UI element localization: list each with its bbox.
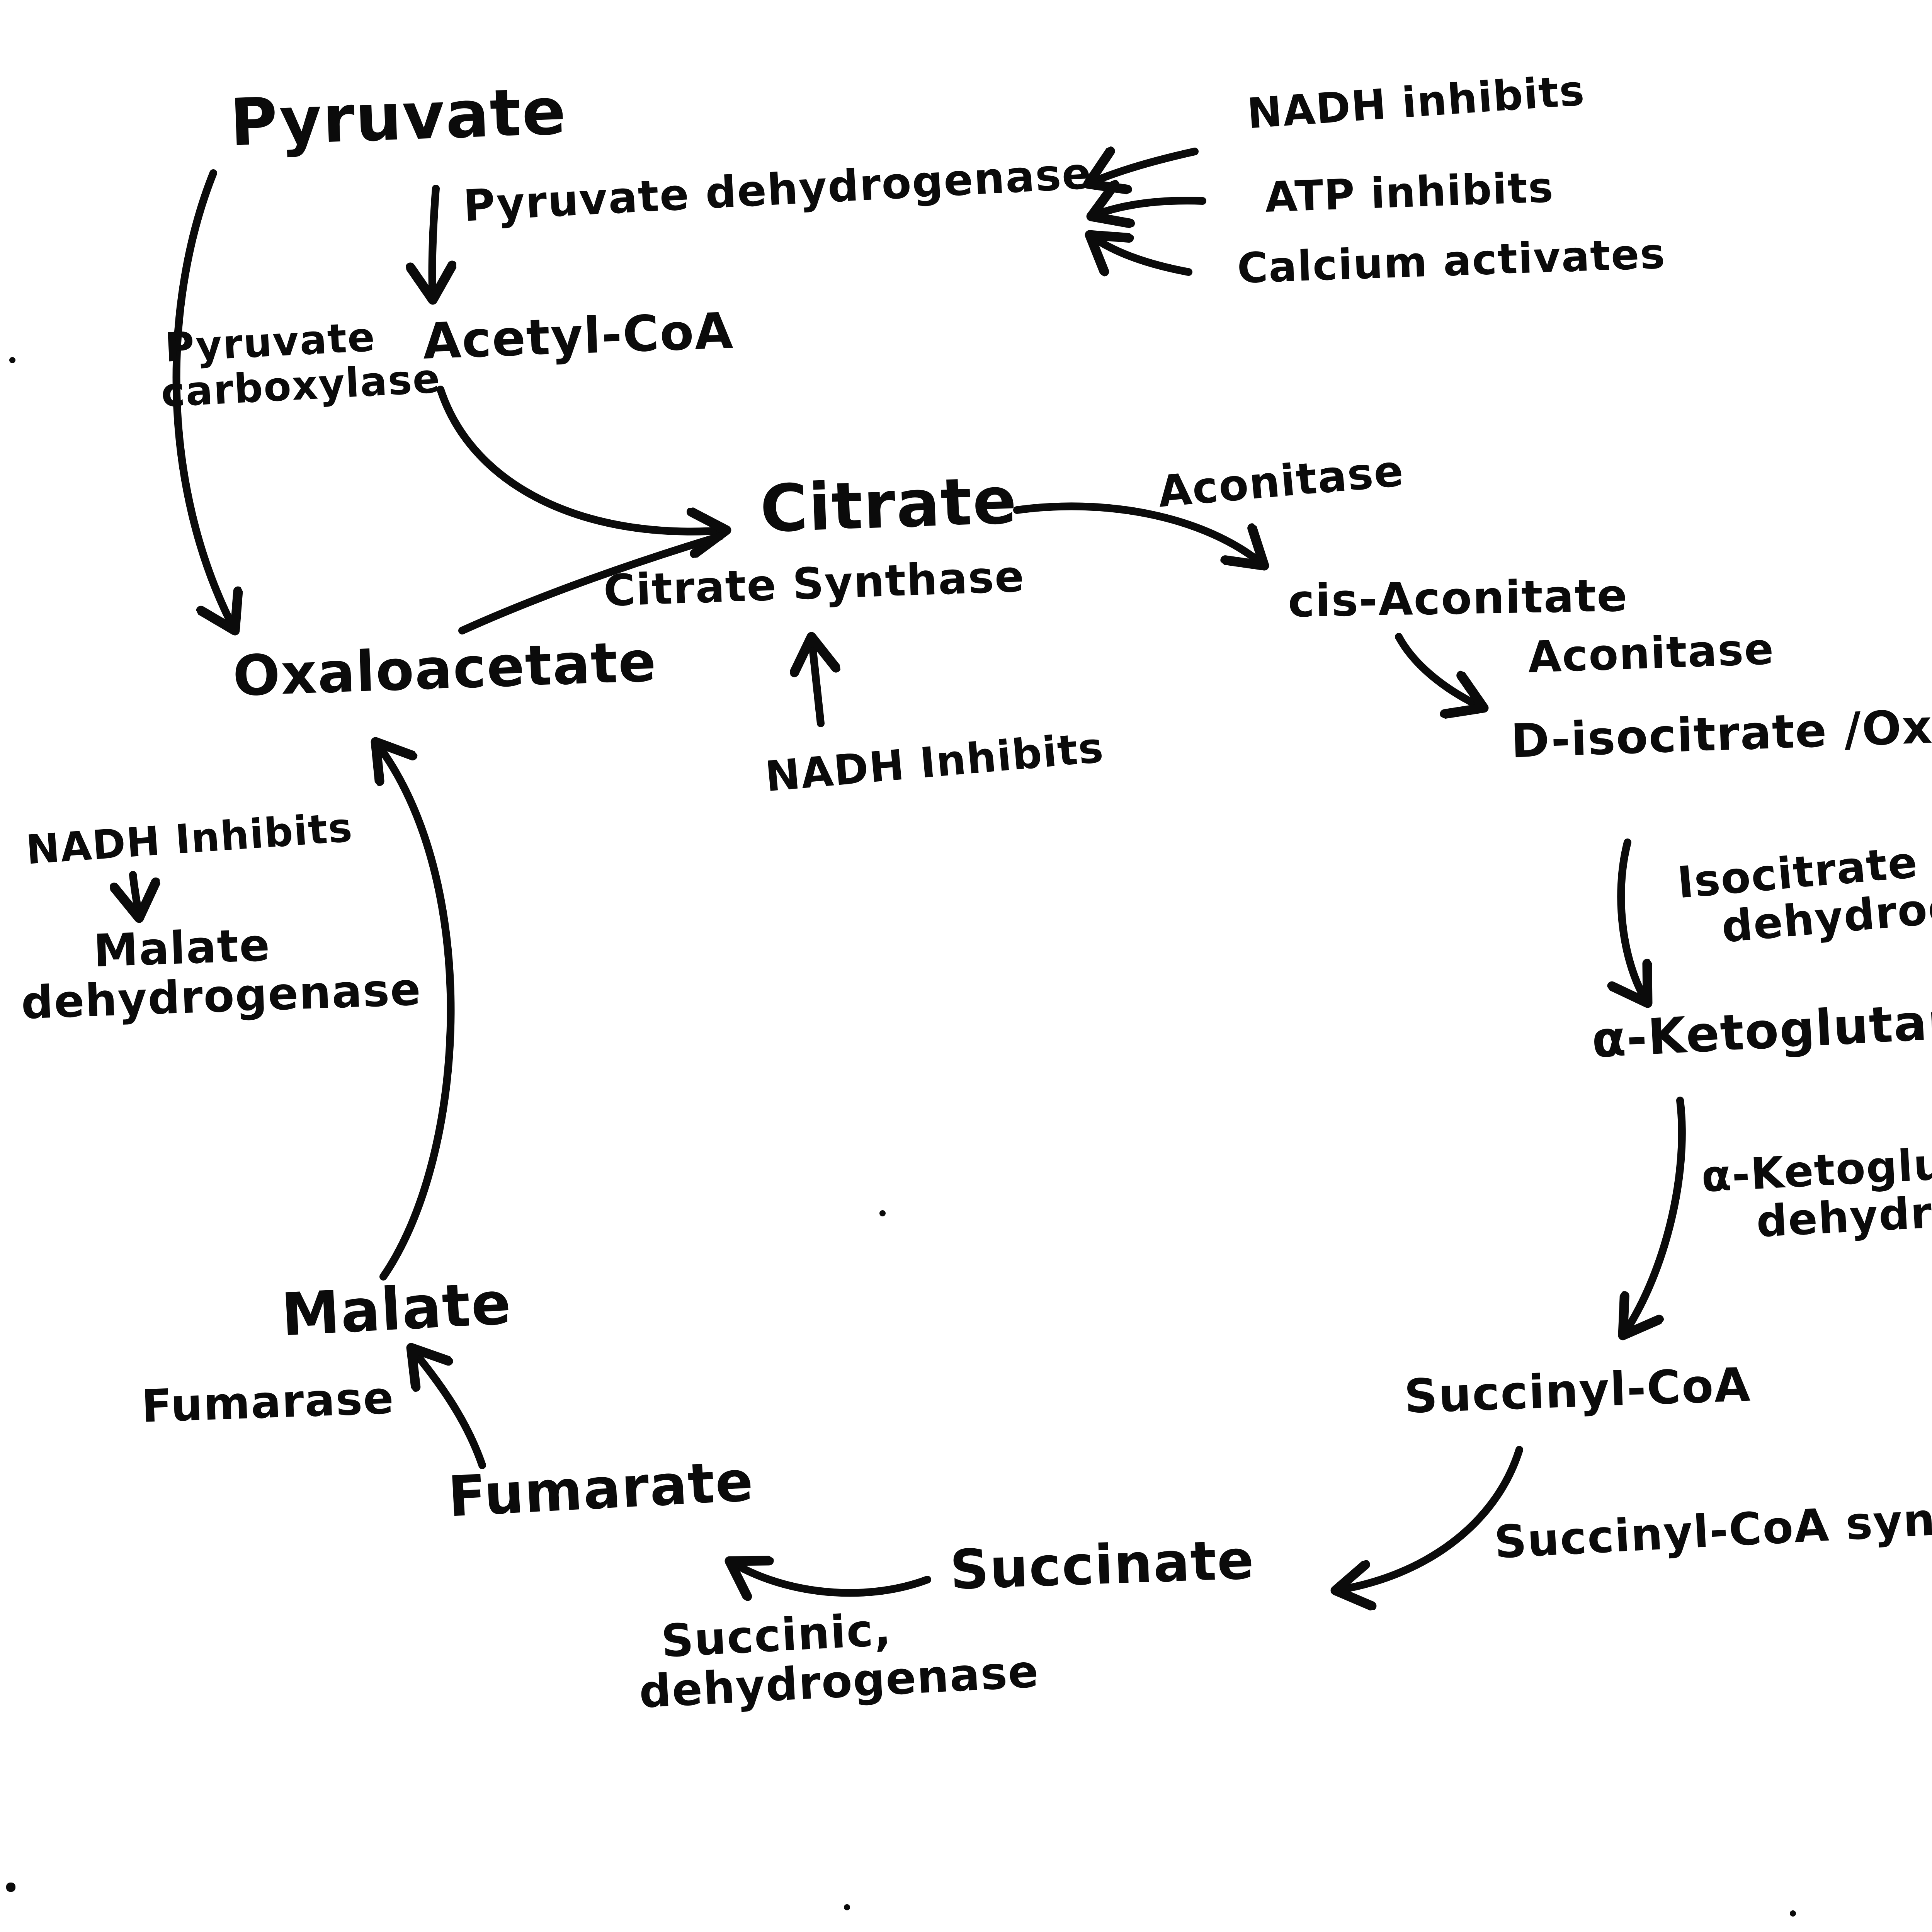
cis-aconitate-label-text: cis-Aconitate <box>1287 569 1629 628</box>
scan-speck <box>7 1883 15 1891</box>
arrow-pyruvate-to-oxaloacetate <box>172 169 235 631</box>
pyruvate-label-text: Pyruvate <box>228 73 568 161</box>
citrate-label-text: Citrate <box>759 462 1019 547</box>
acetyl-coa-label-text: Acetyl-CoA <box>422 301 735 371</box>
succinate-label-text: Succinate <box>949 1530 1256 1603</box>
arrow-atpinhibits-to-pdh <box>1091 201 1206 216</box>
arrow-pyruvate-to-acetylcoa <box>432 185 436 300</box>
arrow-citrate-to-cisaconitate <box>1013 502 1264 566</box>
aconitase-2-label-text: Aconitase <box>1527 623 1776 683</box>
scan-speck <box>844 1904 850 1911</box>
arrow-cisaconitate-to-disocitrate <box>1395 633 1484 708</box>
arrow-nadh-to-citrate-synthase <box>811 637 821 727</box>
arrow-malate-to-oxaloacetate <box>376 742 455 1281</box>
arrow-calciumactivates-to-pdh <box>1090 235 1192 272</box>
succinic-dehydrogenase-label: Succinic,dehydrogenase <box>638 1597 1041 1719</box>
fumarase-label: Fumarase <box>140 1371 395 1433</box>
arrow-akg-to-succinylcoa <box>1623 1097 1686 1335</box>
pyruvate-label: Pyruvate <box>228 73 568 161</box>
scan-speck <box>9 357 16 364</box>
citrate-label: Citrate <box>759 462 1019 547</box>
malate-label: Malate <box>279 1269 514 1349</box>
scan-speck <box>1789 1910 1797 1917</box>
arrow-nadhinhibits-to-pdh <box>1088 151 1199 184</box>
arrow-fumarate-to-malate <box>411 1348 486 1469</box>
arrow-succinylcoa-to-succinate <box>1335 1446 1523 1590</box>
malate-label-text: Malate <box>279 1269 514 1349</box>
arrow-disocitrate-to-akg <box>1621 838 1648 1003</box>
arrow-succinate-to-fumarate <box>730 1561 931 1593</box>
line-oxaloacetate-to-citrate <box>458 532 724 634</box>
acetyl-coa-label: Acetyl-CoA <box>422 301 735 371</box>
arrow-nadh-to-malate-dh <box>133 871 139 918</box>
cis-aconitate-label: cis-Aconitate <box>1287 569 1629 628</box>
fumarase-label-text: Fumarase <box>140 1371 395 1433</box>
aconitase-2-label: Aconitase <box>1527 623 1776 683</box>
succinate-label: Succinate <box>949 1530 1256 1603</box>
arrow-acetylcoa-to-citrate <box>437 386 726 532</box>
scan-speck <box>879 1210 886 1217</box>
